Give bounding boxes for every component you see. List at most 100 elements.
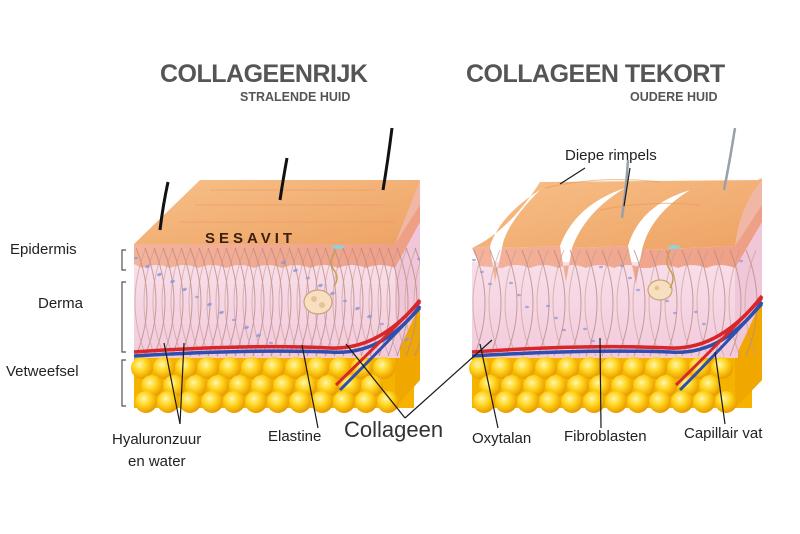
hair — [278, 157, 289, 201]
collagen-fiber — [189, 247, 202, 357]
hyaluron-dot — [367, 315, 371, 319]
collagen-fiber — [729, 249, 742, 357]
collagen-fiber — [387, 247, 400, 357]
collagen-fiber — [359, 247, 372, 357]
fat-cell — [715, 391, 737, 413]
brand-logo: SESAVIT — [205, 230, 296, 247]
hyaluron-dot — [591, 339, 595, 343]
collagen-fiber — [537, 249, 550, 357]
hyaluron-dot — [665, 299, 669, 303]
hyaluron-dot — [330, 292, 334, 296]
collagen-fiber — [569, 249, 582, 357]
right-block-top — [472, 180, 762, 250]
hair — [381, 127, 394, 191]
right-epidermis-band — [472, 205, 762, 284]
fat-cell — [605, 391, 627, 413]
collagen-fiber — [170, 247, 183, 357]
collagen-fiber — [552, 249, 565, 357]
hyaluron-dot — [599, 265, 603, 269]
collagen-fiber — [179, 247, 192, 357]
hyaluron-dot — [739, 259, 743, 263]
hyaluron-dot — [562, 328, 566, 332]
hyaluron-dot — [517, 293, 521, 297]
collagen-fiber — [242, 247, 255, 357]
left-subtitle: STRALENDE HUID — [240, 90, 351, 104]
collagen-fiber — [143, 247, 156, 357]
collagen-fiber — [324, 247, 337, 357]
collagen-fiber — [413, 260, 420, 344]
hyaluron-dot — [554, 316, 558, 320]
fat-cell — [561, 391, 583, 413]
collagen-fiber — [252, 247, 265, 357]
aged-skin-block — [469, 127, 764, 413]
collagen-fiber — [215, 247, 228, 357]
hyaluron-dot — [480, 270, 484, 274]
label-hyaluronzuur: Hyaluronzuur — [112, 431, 202, 448]
label-collageen: Collageen — [344, 417, 444, 442]
collagen-fiber — [680, 249, 693, 357]
fat-cell — [307, 357, 329, 379]
fat-cell — [267, 391, 289, 413]
hyaluron-dot — [157, 273, 161, 277]
fat-cell — [223, 391, 245, 413]
collagen-fiber — [171, 247, 184, 357]
collagen-fiber — [664, 249, 677, 357]
fat-cell — [179, 391, 201, 413]
collagen-fiber — [261, 247, 274, 357]
fat-cell — [333, 391, 355, 413]
left-capillary — [334, 300, 422, 387]
fat-cell — [539, 391, 561, 413]
collagen-fiber — [134, 247, 147, 357]
fat-cell — [535, 357, 557, 379]
hyaluron-dot — [318, 284, 322, 288]
hyaluron-dot — [306, 276, 310, 280]
collagen-fiber — [296, 247, 309, 357]
collagen-fiber — [216, 247, 229, 357]
fat-cell — [667, 357, 689, 379]
fat-cell — [491, 357, 513, 379]
collagen-fiber — [585, 249, 598, 357]
collagen-fiber — [601, 249, 614, 357]
hyaluron-dot — [417, 257, 420, 261]
left-vein — [133, 304, 422, 358]
collagen-fiber — [180, 247, 193, 357]
collagen-fiber — [584, 249, 597, 357]
label-water: en water — [128, 453, 186, 470]
hyaluron-dot — [170, 280, 174, 284]
collagen-fiber — [188, 247, 201, 357]
collagen-fiber — [681, 249, 694, 357]
hyaluron-dot — [232, 318, 236, 322]
fat-cell — [285, 357, 307, 379]
hyaluron-dot — [488, 282, 492, 286]
hyaluron-dot — [673, 311, 677, 315]
fat-cell — [693, 391, 715, 413]
fat-cell — [495, 391, 517, 413]
hyaluron-dot — [134, 256, 138, 260]
collagen-fiber — [153, 247, 166, 357]
left-fat-side — [395, 300, 420, 408]
fat-cell — [197, 357, 219, 379]
collagen-fiber — [332, 247, 345, 357]
collagen-fiber — [243, 247, 256, 357]
fat-cell — [649, 391, 671, 413]
collagen-fiber — [696, 249, 709, 357]
collagen-fiber — [161, 247, 174, 357]
label-derma: Derma — [38, 295, 84, 312]
fat-cell — [219, 357, 241, 379]
fat-cell — [245, 391, 267, 413]
fat-cell — [377, 391, 399, 413]
hyaluron-dot — [546, 304, 550, 308]
hyaluron-dot — [583, 327, 587, 331]
fat-cell — [671, 391, 693, 413]
collagen-fiber — [198, 247, 211, 357]
right-vein — [471, 300, 764, 358]
collagen-fiber — [473, 249, 486, 357]
hyaluron-dot — [256, 334, 260, 338]
label-vetweefsel: Vetweefsel — [6, 363, 79, 380]
collagen-fiber — [568, 249, 581, 357]
right-subtitle: OUDERE HUID — [630, 90, 718, 104]
collagen-fiber — [279, 247, 292, 357]
hyaluron-dot — [145, 265, 149, 269]
collagen-fiber — [396, 247, 409, 357]
